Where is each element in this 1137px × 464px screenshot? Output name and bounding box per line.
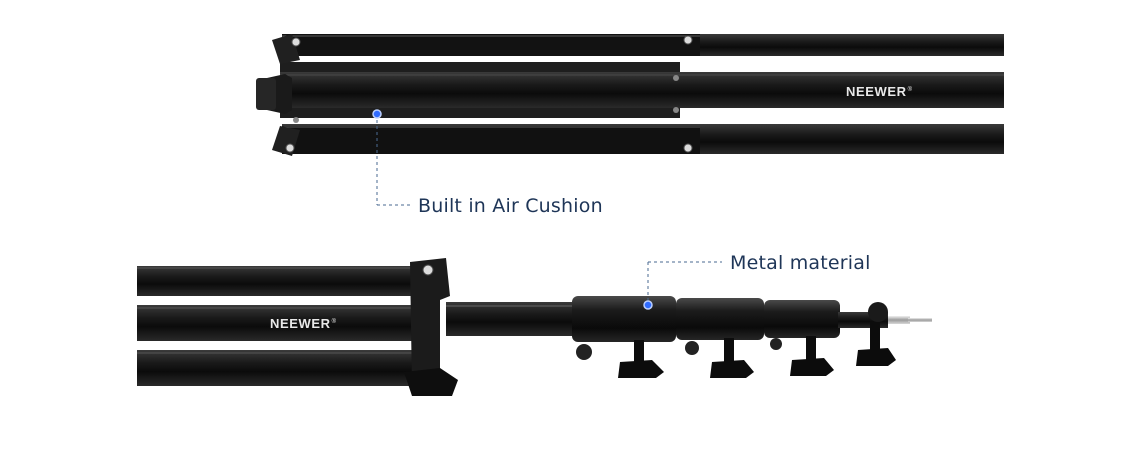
- tube-collar: [764, 300, 840, 338]
- marker-dot: [643, 300, 653, 310]
- metal-material-callout: [643, 261, 722, 310]
- marker-dot: [372, 109, 382, 119]
- air-cushion-label: Built in Air Cushion: [418, 195, 603, 217]
- extended-stand: [137, 258, 932, 396]
- leg-tube: [137, 350, 429, 386]
- leg-tube: [137, 305, 429, 341]
- air-cushion-callout: [372, 109, 410, 206]
- folded-legs: [256, 34, 1004, 156]
- brand-logo-top: NEEWER®: [846, 84, 913, 99]
- leg-tube: [280, 72, 1004, 108]
- tube-collar: [676, 298, 764, 340]
- tube-collar: [572, 296, 676, 342]
- leg-tube: [137, 266, 429, 296]
- metal-material-label: Metal material: [730, 252, 871, 274]
- brand-logo-bottom: NEEWER®: [270, 316, 337, 331]
